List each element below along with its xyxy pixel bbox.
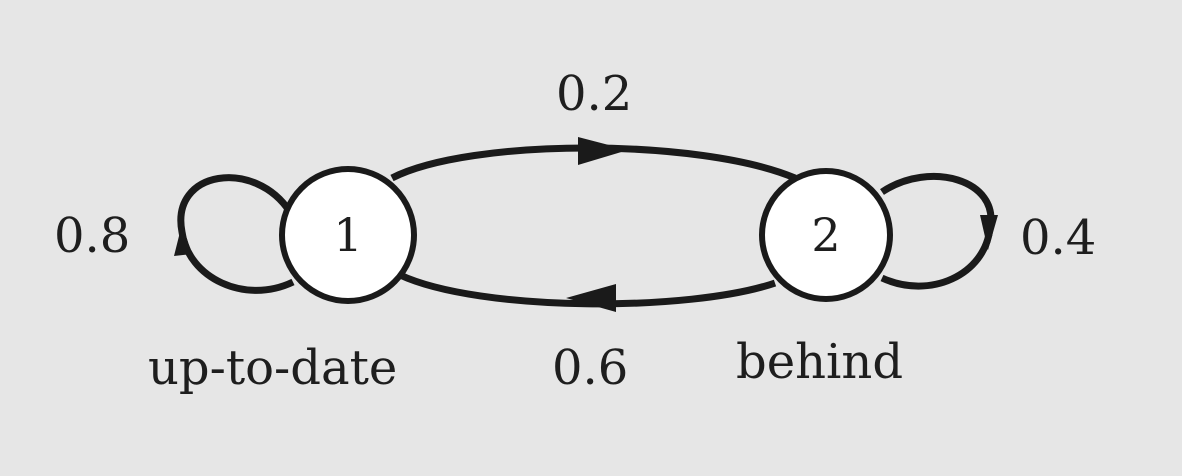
edge-weight-2-1: 0.6	[552, 340, 629, 396]
edge-2-1	[398, 271, 777, 308]
node-2-caption: behind	[736, 334, 904, 390]
node-1-label: 1	[333, 208, 362, 262]
arrow-1-1	[174, 224, 192, 256]
edge-weight-2-2: 0.4	[1020, 210, 1097, 266]
arrow-1-2	[578, 137, 628, 165]
node-1-circle	[279, 166, 417, 304]
node-2-label: 2	[811, 208, 840, 262]
edge-weight-1-1: 0.8	[54, 208, 131, 264]
arrow-2-1	[566, 284, 616, 312]
edge-weight-1-2: 0.2	[556, 66, 633, 122]
node-1-caption: up-to-date	[148, 340, 398, 396]
edge-1-1	[177, 174, 295, 294]
node-2-circle	[759, 168, 893, 302]
edge-2-2	[880, 173, 995, 290]
arrow-2-2	[980, 215, 998, 250]
